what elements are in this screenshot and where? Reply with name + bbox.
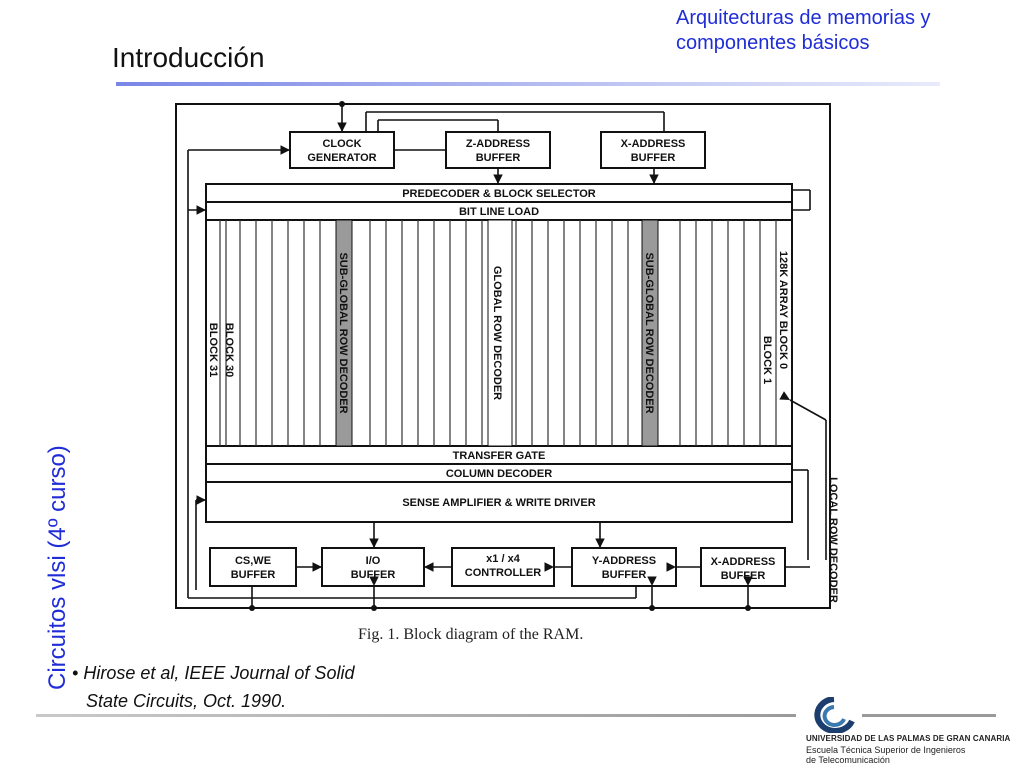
cswe-label: CS,WE (235, 555, 271, 567)
reference-line-2: State Circuits, Oct. 1990. (86, 691, 287, 711)
cswe-label-2: BUFFER (231, 569, 276, 581)
sub-global-label-left: SUB-GLOBAL ROW DECODER (337, 252, 349, 413)
xaddr-top-label: X-ADDRESS (621, 138, 686, 150)
io-label: I/O (366, 555, 381, 567)
title-rule (116, 82, 940, 86)
zaddr-label-2: BUFFER (476, 152, 521, 164)
figure-caption: Fig. 1. Block diagram of the RAM. (358, 626, 584, 643)
block1-label: BLOCK 1 (761, 336, 773, 384)
bitline-label: BIT LINE LOAD (459, 206, 539, 218)
y-address-buffer-block (571, 547, 677, 587)
global-row-label: GLOBAL ROW DECODER (491, 266, 503, 400)
school-name-1: Escuela Técnica Superior de Ingenieros (806, 745, 966, 755)
x1x4-label: x1 / x4 (486, 553, 521, 565)
university-logo-icon (814, 697, 855, 733)
array-columns (219, 220, 777, 446)
course-subject: Arquitecturas de memorias y componentes … (676, 7, 931, 54)
x-address-buffer-top-block (600, 131, 706, 169)
sub-global-decoder-right (641, 219, 659, 447)
side-label: Circuitos vlsi (4º curso) (6, 380, 71, 700)
x1x4-label-2: CONTROLLER (465, 567, 541, 579)
slide-title: Introducción (112, 42, 265, 73)
xaddr-bot-label: X-ADDRESS (711, 556, 776, 568)
column-label: COLUMN DECODER (446, 468, 552, 480)
sub-global-decoder-left (335, 219, 353, 447)
outer-frame (175, 103, 831, 609)
zaddr-label: Z-ADDRESS (466, 138, 530, 150)
side-label-text: Circuitos vlsi (4º curso) (44, 445, 71, 690)
transfer-label: TRANSFER GATE (453, 450, 546, 462)
block31-label: BLOCK 31 (207, 323, 219, 377)
block30-label: BLOCK 30 (223, 323, 235, 377)
xaddr-bot-label-2: BUFFER (721, 570, 766, 582)
clock-label: CLOCK (322, 138, 361, 150)
predecoder-label: PREDECODER & BLOCK SELECTOR (402, 188, 596, 200)
sense-amplifier-bar (205, 481, 793, 523)
global-row-decoder (487, 219, 513, 447)
ram-block-diagram: CLOCK GENERATOR Z-ADDRESS BUFFER X-ADDRE… (175, 101, 839, 611)
school-name-2: de Telecomunicación (806, 755, 890, 765)
sub-global-label-right: SUB-GLOBAL ROW DECODER (643, 252, 655, 413)
local-row-label: LOCAL ROW DECODER (827, 477, 839, 603)
cs-we-buffer-block (209, 547, 297, 587)
array128-label: 128K ARRAY BLOCK 0 (777, 251, 789, 369)
reference-line-1: Hirose et al, IEEE Journal of Solid (83, 663, 355, 683)
yaddr-label-2: BUFFER (602, 569, 647, 581)
reference-bullet: • (72, 663, 79, 683)
university-name: UNIVERSIDAD DE LAS PALMAS DE GRAN CANARI… (806, 734, 1011, 743)
footer-rule-right (862, 714, 996, 717)
io-label-2: BUFFER (351, 569, 396, 581)
clock-label-2: GENERATOR (307, 152, 376, 164)
sense-label: SENSE AMPLIFIER & WRITE DRIVER (402, 497, 595, 509)
reference: • Hirose et al, IEEE Journal of Solid St… (72, 659, 354, 715)
footer-rule (36, 714, 796, 717)
yaddr-label: Y-ADDRESS (592, 555, 656, 567)
xaddr-top-label-2: BUFFER (631, 152, 676, 164)
